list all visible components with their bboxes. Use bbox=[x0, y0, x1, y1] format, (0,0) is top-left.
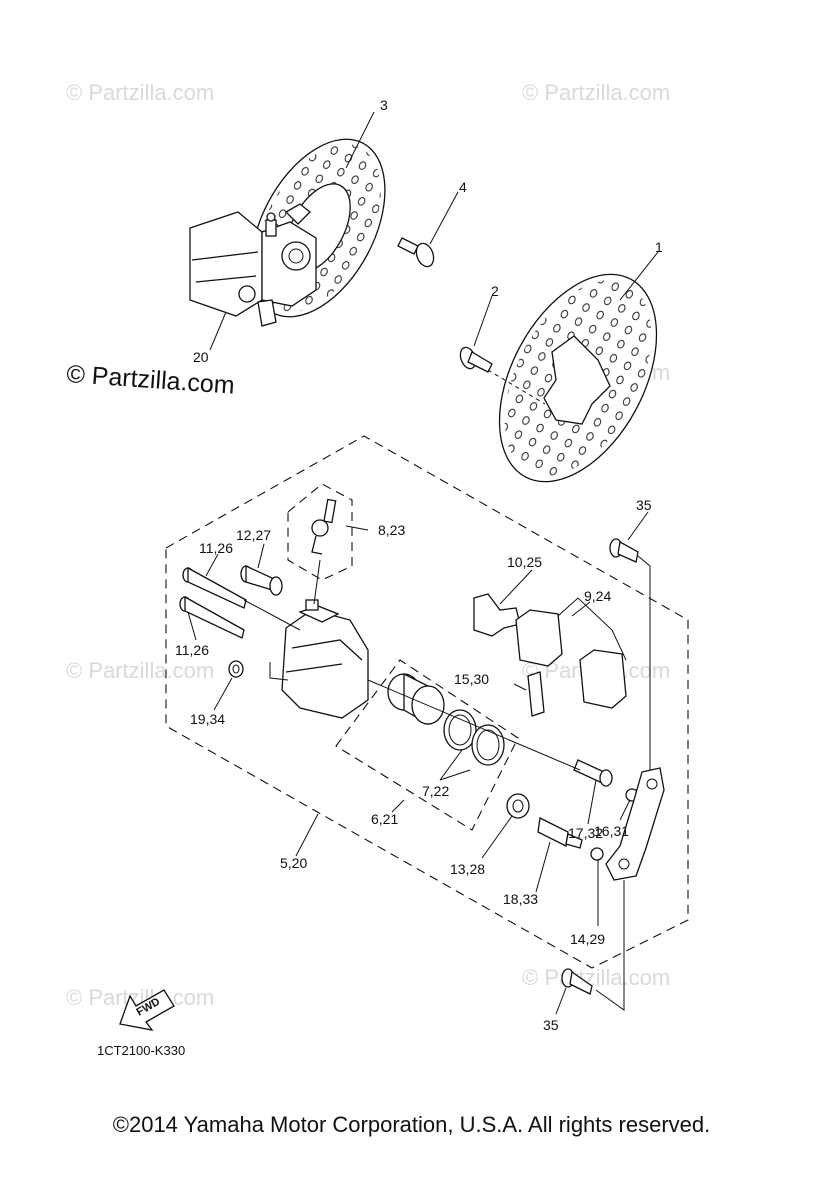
callout-35-lower: 35 bbox=[543, 1017, 559, 1033]
bolt-part-4 bbox=[397, 237, 435, 268]
watermark-mid-left: © Partzilla.com bbox=[66, 658, 214, 683]
callout-6-21: 6,21 bbox=[371, 811, 398, 827]
watermark-bottom-right: © Partzilla.com bbox=[522, 965, 670, 990]
leader-lines bbox=[187, 111, 659, 1015]
washer-14-29 bbox=[590, 847, 604, 861]
callout-8-23: 8,23 bbox=[378, 522, 405, 538]
bolt-part-2 bbox=[459, 346, 546, 405]
callout-1: 1 bbox=[655, 239, 663, 255]
boundary-8-23 bbox=[287, 483, 353, 581]
callout-11-26-upper: 11,26 bbox=[199, 540, 233, 556]
pin-part-17-32 bbox=[573, 759, 613, 787]
callout-16-31: 16,31 bbox=[594, 823, 629, 839]
pin-part-11-26-upper bbox=[182, 566, 247, 609]
callout-18-33: 18,33 bbox=[503, 891, 538, 907]
caliper-bracket bbox=[605, 767, 665, 881]
boundary-6-21 bbox=[335, 659, 519, 831]
caliper-body bbox=[281, 599, 369, 719]
callout-14-29: 14,29 bbox=[570, 931, 605, 947]
callout-11-26-lower: 11,26 bbox=[175, 642, 209, 658]
callout-7-22: 7,22 bbox=[422, 783, 449, 799]
boot-part-13-28 bbox=[506, 793, 530, 819]
pin-part-12-27 bbox=[240, 564, 283, 596]
callout-12-27: 12,27 bbox=[236, 527, 271, 543]
pin-part-11-26-lower bbox=[179, 595, 245, 639]
watermark-main: © Partzilla.com bbox=[66, 360, 236, 400]
piston-seals bbox=[443, 709, 505, 766]
callout-4: 4 bbox=[459, 179, 467, 195]
callout-3: 3 bbox=[380, 97, 388, 113]
callout-10-25: 10,25 bbox=[507, 554, 542, 570]
brake-disc-front bbox=[498, 273, 658, 483]
piston bbox=[387, 672, 445, 726]
seal-part-19-34 bbox=[228, 660, 244, 678]
alignment-line-piston bbox=[367, 679, 581, 771]
watermark-top-left: © Partzilla.com bbox=[66, 80, 214, 105]
alignment-line-bolt35-upper bbox=[637, 555, 651, 770]
bolt-part-35-lower bbox=[561, 968, 593, 995]
pin-part-18-33 bbox=[537, 817, 583, 849]
watermark-top-right: © Partzilla.com bbox=[522, 80, 670, 105]
callout-9-24: 9,24 bbox=[584, 588, 611, 604]
callout-20: 20 bbox=[193, 349, 209, 365]
pad-spring bbox=[473, 593, 521, 637]
callout-15-30: 15,30 bbox=[454, 671, 489, 687]
callout-5-20: 5,20 bbox=[280, 855, 307, 871]
bleed-screw bbox=[311, 498, 337, 555]
callout-19-34: 19,34 bbox=[190, 711, 225, 727]
assembly-boundary bbox=[165, 435, 689, 969]
diagram-code: 1CT2100-K330 bbox=[97, 1043, 185, 1058]
alignment-line-bleed bbox=[313, 559, 321, 605]
alignment-line-seal bbox=[269, 662, 289, 681]
alignment-line-main bbox=[243, 599, 301, 631]
callout-2: 2 bbox=[491, 283, 499, 299]
alignment-line-bolt35-lower bbox=[595, 880, 625, 1011]
caliper-assembly-upper bbox=[189, 203, 317, 327]
bolt-part-35-upper bbox=[609, 538, 639, 563]
callout-13-28: 13,28 bbox=[450, 861, 485, 877]
pad-clip bbox=[527, 671, 545, 717]
brake-pads bbox=[515, 597, 627, 709]
callout-17-32: 17,32 bbox=[568, 825, 603, 841]
copyright-notice: ©2014 Yamaha Motor Corporation, U.S.A. A… bbox=[112, 1112, 711, 1137]
callout-35-upper: 35 bbox=[636, 497, 652, 513]
